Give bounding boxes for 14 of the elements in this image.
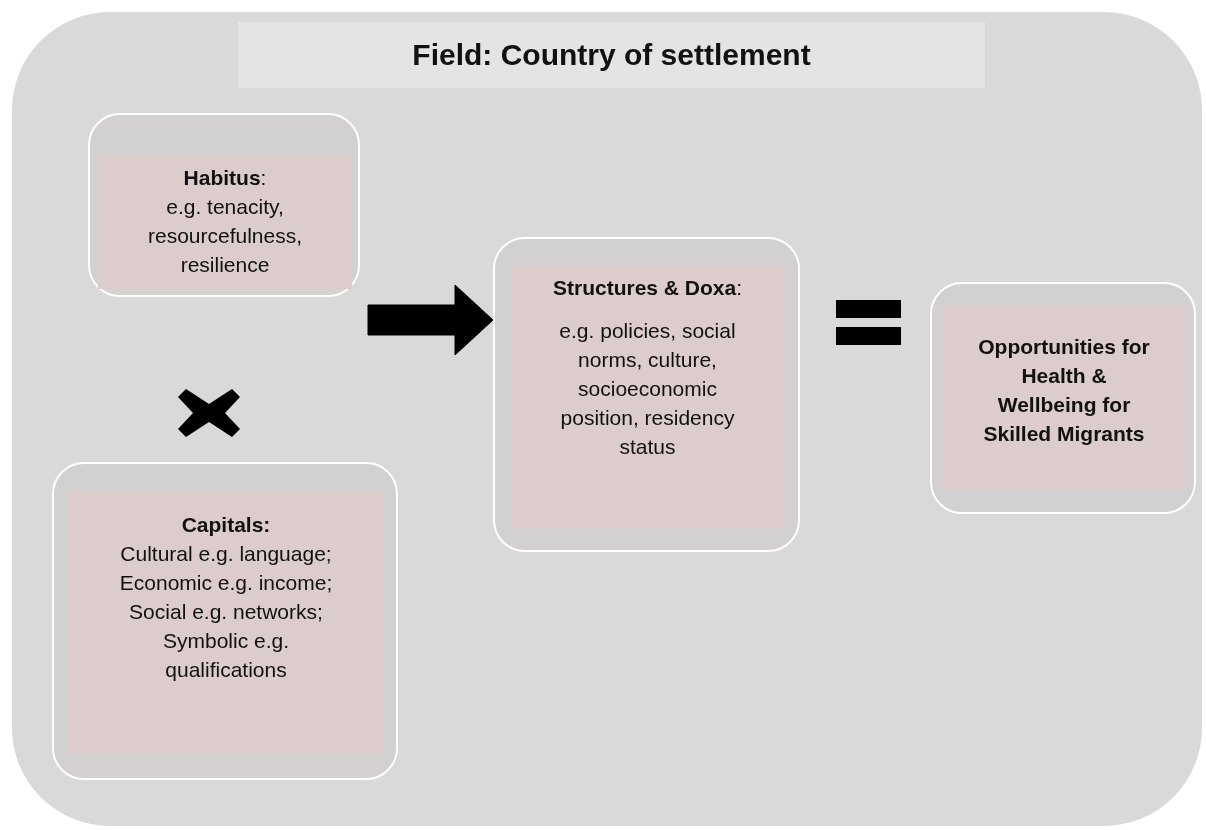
capitals-box [52,462,398,780]
field-title: Field: Country of settlement [412,38,811,72]
box-heading: Capitals: [181,512,271,538]
habitus-box [88,113,360,297]
box-heading: Structures & Doxa: [552,275,743,301]
box-heading: Habitus: [183,165,267,191]
box-text: Cultural e.g. language; Economic e.g. income; Social e.g. networks; Symbolic e.g. qualifications [118,541,334,683]
block-arrow [367,284,494,356]
box-text: Opportunities for Health & Wellbeing for Skilled Migrants [977,334,1151,447]
structures-box [493,237,800,552]
field-panel [10,10,1204,828]
box-text: e.g. policies, social norms, culture, socioeconomic position, residency status [558,318,737,460]
box-text: e.g. tenacity, resourcefulness, resilience [146,194,304,278]
opportunities-box [930,282,1196,514]
